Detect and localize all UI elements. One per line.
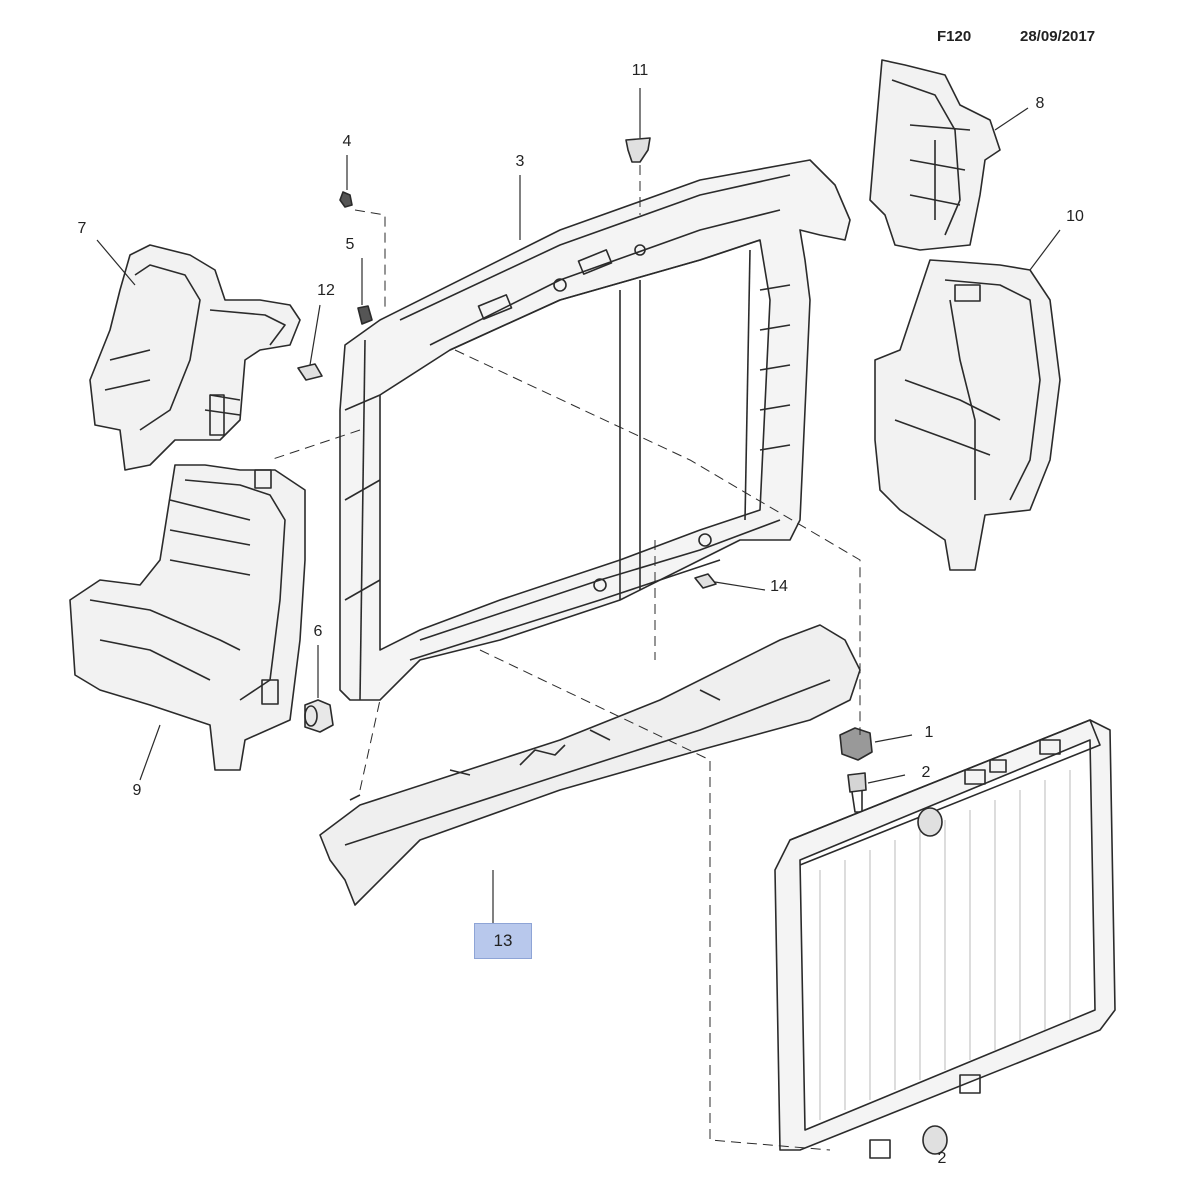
front-end-carrier-frame	[339, 159, 851, 701]
left-lower-air-deflector	[69, 464, 306, 771]
lower-air-deflector	[319, 624, 861, 906]
alignment-lines	[269, 165, 861, 1151]
right-lower-air-deflector	[874, 259, 1061, 571]
diagram-code: F120	[937, 28, 972, 45]
screw-part-4	[339, 191, 353, 208]
callout-13-highlighted[interactable]: 13	[474, 923, 532, 959]
callout-10: 10	[1066, 208, 1084, 225]
callout-7: 7	[77, 220, 87, 237]
diagram-date: 28/09/2017	[1020, 28, 1096, 45]
callout-9: 9	[132, 782, 142, 799]
callout-12: 12	[317, 282, 335, 299]
callout-3: 3	[515, 153, 525, 170]
clip-part-11	[625, 137, 651, 163]
right-upper-air-deflector	[869, 59, 1001, 251]
radiator	[774, 719, 1116, 1159]
screw-part-5	[357, 305, 373, 325]
callout-2: 2	[921, 764, 931, 781]
bolt-part-6	[304, 699, 334, 733]
clip-part-12	[297, 363, 323, 381]
callout-2-lower: 2	[937, 1150, 947, 1167]
callout-4: 4	[342, 133, 352, 150]
callout-1: 1	[924, 724, 934, 741]
callout-5: 5	[345, 236, 355, 253]
callout-14: 14	[770, 578, 788, 595]
mount-part-2	[847, 772, 867, 813]
callout-6: 6	[313, 623, 323, 640]
callout-8: 8	[1035, 95, 1045, 112]
clip-part-14	[694, 573, 717, 589]
left-upper-air-deflector	[89, 244, 301, 471]
callout-11: 11	[631, 62, 649, 79]
leader-lines	[96, 88, 1061, 925]
mount-rubber-part-1	[839, 727, 873, 761]
